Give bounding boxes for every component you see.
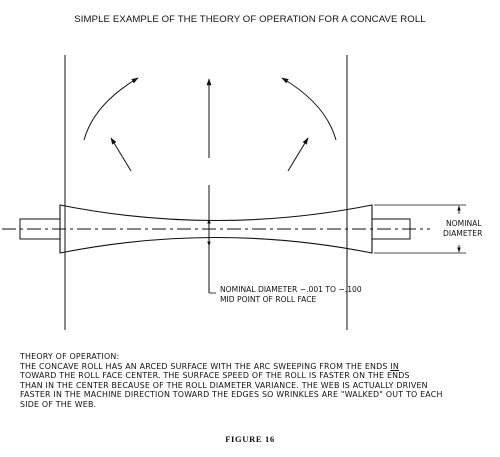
theory-text-block: THEORY OF OPERATION: THE CONCAVE ROLL HA… — [20, 352, 490, 409]
diagram-title: SIMPLE EXAMPLE OF THE THEORY OF OPERATIO… — [74, 14, 426, 25]
theory-line-1: THE CONCAVE ROLL HAS AN ARCED SURFACE WI… — [20, 362, 490, 372]
flow-arrow-right-outer — [281, 77, 337, 141]
concave-roll-body — [59, 204, 373, 254]
nominal-label-line1: NOMINAL — [446, 219, 482, 228]
theory-line-5: SIDE OF THE WEB. — [20, 399, 97, 409]
theory-line-1-text: THE CONCAVE ROLL HAS AN ARCED SURFACE WI… — [20, 361, 391, 371]
theory-underlined-word: IN — [390, 361, 399, 371]
theory-line-4: FASTER IN THE MACHINE DIRECTION TOWARD T… — [20, 390, 443, 399]
theory-line-2: TOWARD THE ROLL FACE CENTER. THE SURFACE… — [20, 371, 410, 380]
callout-line2: MID POINT OF ROLL FACE — [220, 295, 317, 304]
flow-arrow-right-inner — [287, 137, 309, 172]
theory-line-3: THAN IN THE CENTER BECAUSE OF THE ROLL D… — [20, 380, 428, 390]
theory-heading: THEORY OF OPERATION: — [20, 352, 120, 361]
figure-label: FIGURE 16 — [225, 434, 275, 444]
nominal-label-line2: DIAMETER — [443, 229, 483, 238]
flow-arrow-left-inner — [110, 137, 132, 172]
flow-arrow-left-outer — [83, 77, 139, 141]
callout-line1: NOMINAL DIAMETER −.001 TO −.100 — [220, 285, 362, 294]
